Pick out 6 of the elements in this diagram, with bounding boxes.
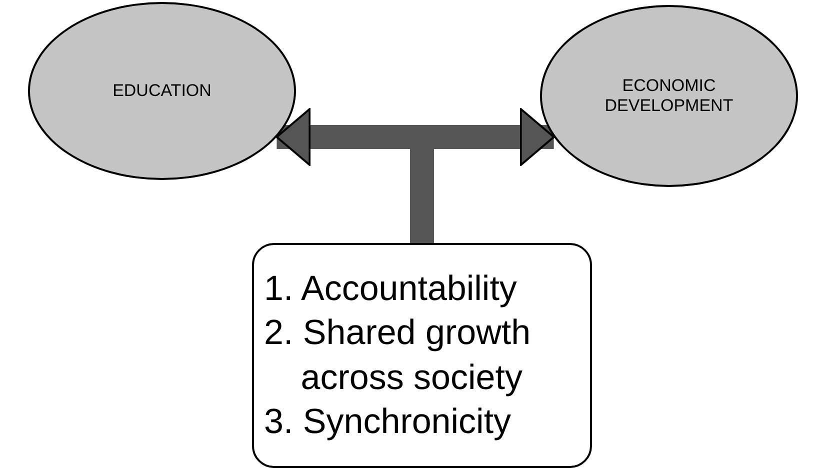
list-item: 2. Shared growth across society — [264, 312, 532, 398]
list-item: 3. Synchronicity — [264, 400, 512, 443]
node-label: ECONOMIC DEVELOPMENT — [604, 76, 734, 116]
list-box — [252, 243, 592, 468]
list-item: 1. Accountability — [264, 268, 518, 310]
node-label: EDUCATION — [112, 80, 212, 102]
